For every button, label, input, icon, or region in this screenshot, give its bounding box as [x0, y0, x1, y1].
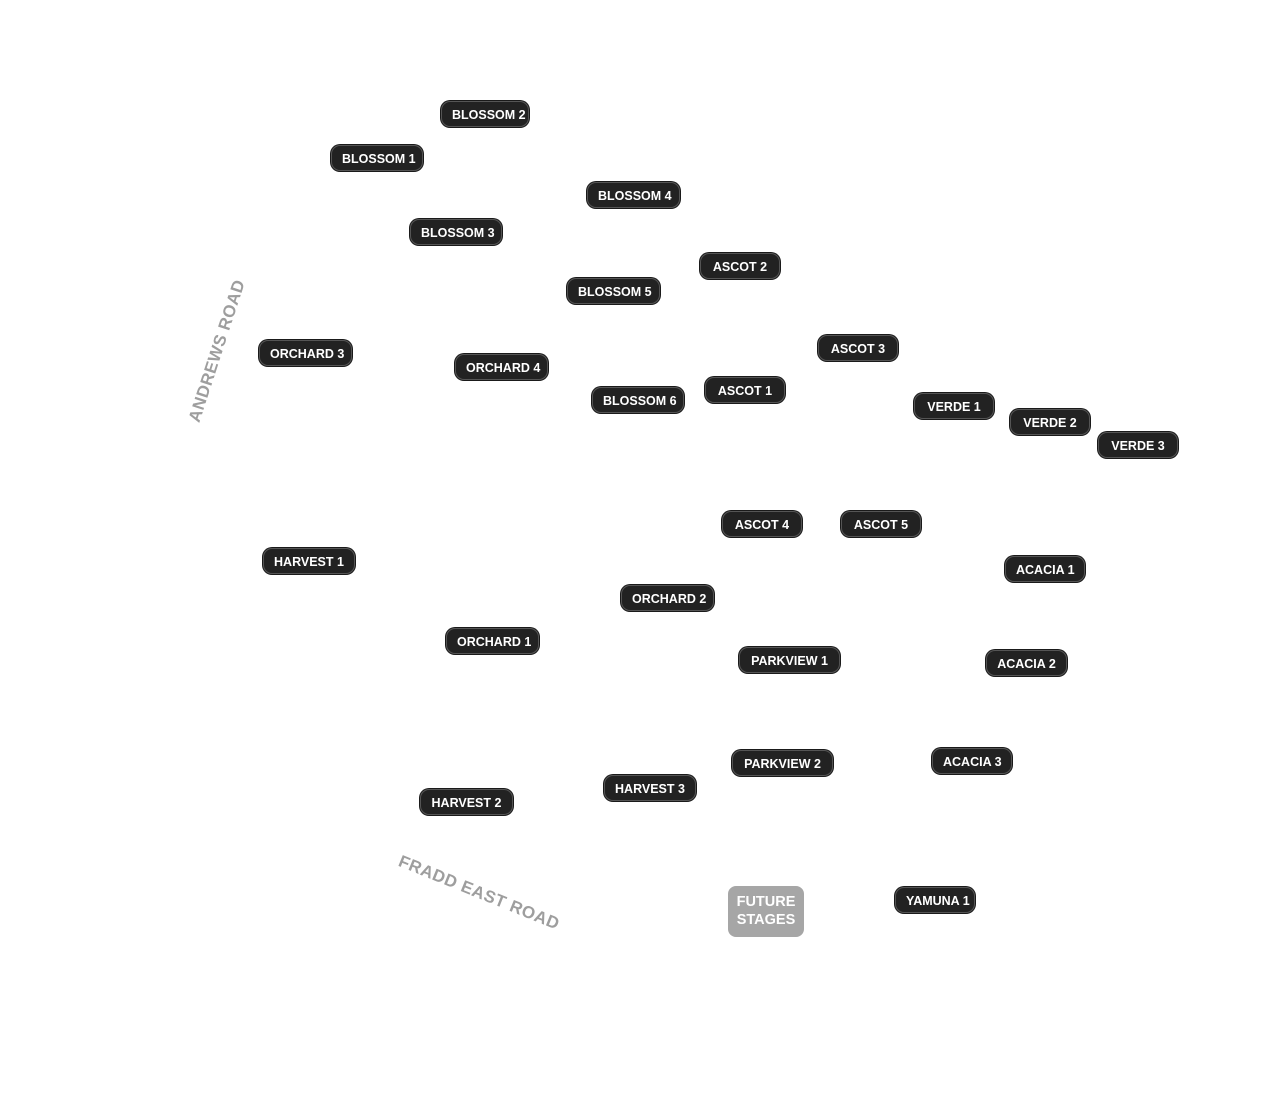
road-label-fradd-east: FRADD EAST ROAD	[395, 851, 563, 934]
future-stages-badge: FUTURE STAGES	[728, 886, 804, 937]
stage-label-harvest-3[interactable]: HARVEST 3	[604, 775, 696, 801]
stage-label-blossom-2[interactable]: BLOSSOM 2	[441, 101, 529, 127]
future-stages-line-1: FUTURE	[736, 894, 796, 910]
stage-label-verde-1[interactable]: VERDE 1	[914, 393, 994, 419]
stage-label-ascot-4[interactable]: ASCOT 4	[722, 511, 802, 537]
stage-label-blossom-4[interactable]: BLOSSOM 4	[587, 182, 680, 208]
stage-label-ascot-1[interactable]: ASCOT 1	[705, 377, 785, 403]
stage-label-verde-2[interactable]: VERDE 2	[1010, 409, 1090, 435]
stage-label-blossom-6[interactable]: BLOSSOM 6	[592, 387, 684, 413]
stage-label-parkview-1[interactable]: PARKVIEW 1	[739, 647, 840, 673]
stage-label-harvest-1[interactable]: HARVEST 1	[263, 548, 355, 574]
stage-label-acacia-2[interactable]: ACACIA 2	[986, 650, 1067, 676]
stage-label-acacia-1[interactable]: ACACIA 1	[1005, 556, 1085, 582]
stage-label-orchard-1[interactable]: ORCHARD 1	[446, 628, 539, 654]
stage-label-orchard-2[interactable]: ORCHARD 2	[621, 585, 714, 611]
stage-label-ascot-2[interactable]: ASCOT 2	[700, 253, 780, 279]
stage-label-blossom-5[interactable]: BLOSSOM 5	[567, 278, 660, 304]
stage-label-acacia-3[interactable]: ACACIA 3	[932, 748, 1012, 774]
stage-label-verde-3[interactable]: VERDE 3	[1098, 432, 1178, 458]
stage-label-orchard-3[interactable]: ORCHARD 3	[259, 340, 352, 366]
stage-label-orchard-4[interactable]: ORCHARD 4	[455, 354, 548, 380]
stage-label-ascot-3[interactable]: ASCOT 3	[818, 335, 898, 361]
stage-label-ascot-5[interactable]: ASCOT 5	[841, 511, 921, 537]
stage-label-parkview-2[interactable]: PARKVIEW 2	[732, 750, 833, 776]
stage-label-yamuna-1[interactable]: YAMUNA 1	[895, 887, 975, 913]
stage-label-blossom-3[interactable]: BLOSSOM 3	[410, 219, 502, 245]
future-stages-line-2: STAGES	[736, 912, 796, 928]
road-label-andrews: ANDREWS ROAD	[184, 277, 249, 425]
stage-label-harvest-2[interactable]: HARVEST 2	[420, 789, 513, 815]
stage-label-blossom-1[interactable]: BLOSSOM 1	[331, 145, 423, 171]
